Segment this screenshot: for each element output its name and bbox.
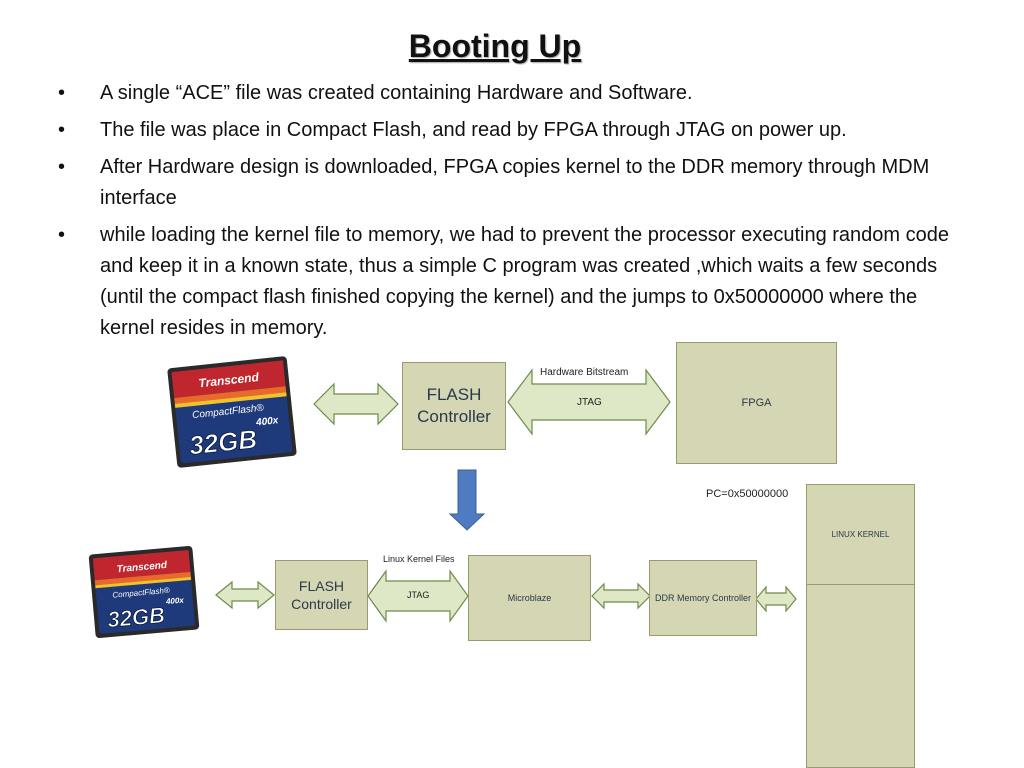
- flash-controller-label: FLASH Controller: [291, 578, 352, 612]
- bullet-item: •while loading the kernel file to memory…: [56, 220, 966, 344]
- linux-kernel-memory-region: LINUX KERNEL: [806, 484, 915, 585]
- flash-controller-box-bottom: FLASH Controller: [275, 560, 368, 630]
- flash-controller-label: FLASH Controller: [417, 385, 491, 426]
- double-arrow-microblaze-ddr: [591, 582, 651, 610]
- slide-title: Booting Up: [408, 28, 582, 64]
- double-arrow-card-flash-top: [313, 382, 399, 426]
- bullet-dot: •: [58, 156, 66, 178]
- double-arrow-jtag-top: [507, 368, 671, 436]
- memory-region-lower: [806, 584, 915, 768]
- ddr-memory-controller-label: DDR Memory Controller: [654, 593, 752, 603]
- linux-kernel-files-label: Linux Kernel Files: [383, 554, 455, 564]
- card-speed-text: 400x: [255, 415, 280, 428]
- fpga-label: FPGA: [741, 397, 772, 409]
- compactflash-card-image-top: Transcend CompactFlash® 400x 32GB: [167, 356, 297, 468]
- bullet-item: •After Hardware design is downloaded, FP…: [56, 152, 966, 214]
- bullet-dot: •: [58, 82, 66, 104]
- hardware-bitstream-label: Hardware Bitstream: [540, 367, 629, 378]
- flash-controller-box-top: FLASH Controller: [402, 362, 506, 450]
- pc-address-label: PC=0x50000000: [706, 488, 789, 500]
- double-arrow-ddr-memory: [755, 585, 797, 613]
- bullet-dot: •: [58, 224, 66, 246]
- bullet-list: •A single “ACE” file was created contain…: [56, 78, 966, 350]
- jtag-label-bottom: JTAG: [407, 590, 430, 600]
- double-arrow-card-flash-bottom: [215, 580, 275, 610]
- jtag-label-top: JTAG: [577, 397, 602, 408]
- compactflash-card-image-bottom: Transcend CompactFlash® 400x 32GB: [88, 545, 200, 639]
- fpga-box: FPGA: [676, 342, 837, 464]
- ddr-memory-controller-box: DDR Memory Controller: [649, 560, 757, 636]
- microblaze-box: Microblaze: [468, 555, 591, 641]
- card-speed-text: 400x: [165, 596, 185, 607]
- microblaze-label: Microblaze: [507, 593, 552, 603]
- down-arrow: [448, 469, 486, 531]
- bullet-dot: •: [58, 119, 66, 141]
- bullet-item: •The file was place in Compact Flash, an…: [56, 115, 966, 146]
- card-brand-text: Transcend: [116, 560, 168, 575]
- bullet-item: •A single “ACE” file was created contain…: [56, 78, 966, 109]
- linux-kernel-label: LINUX KERNEL: [831, 530, 890, 539]
- card-brand-text: Transcend: [198, 370, 260, 390]
- card-capacity-text: 32GB: [106, 602, 166, 632]
